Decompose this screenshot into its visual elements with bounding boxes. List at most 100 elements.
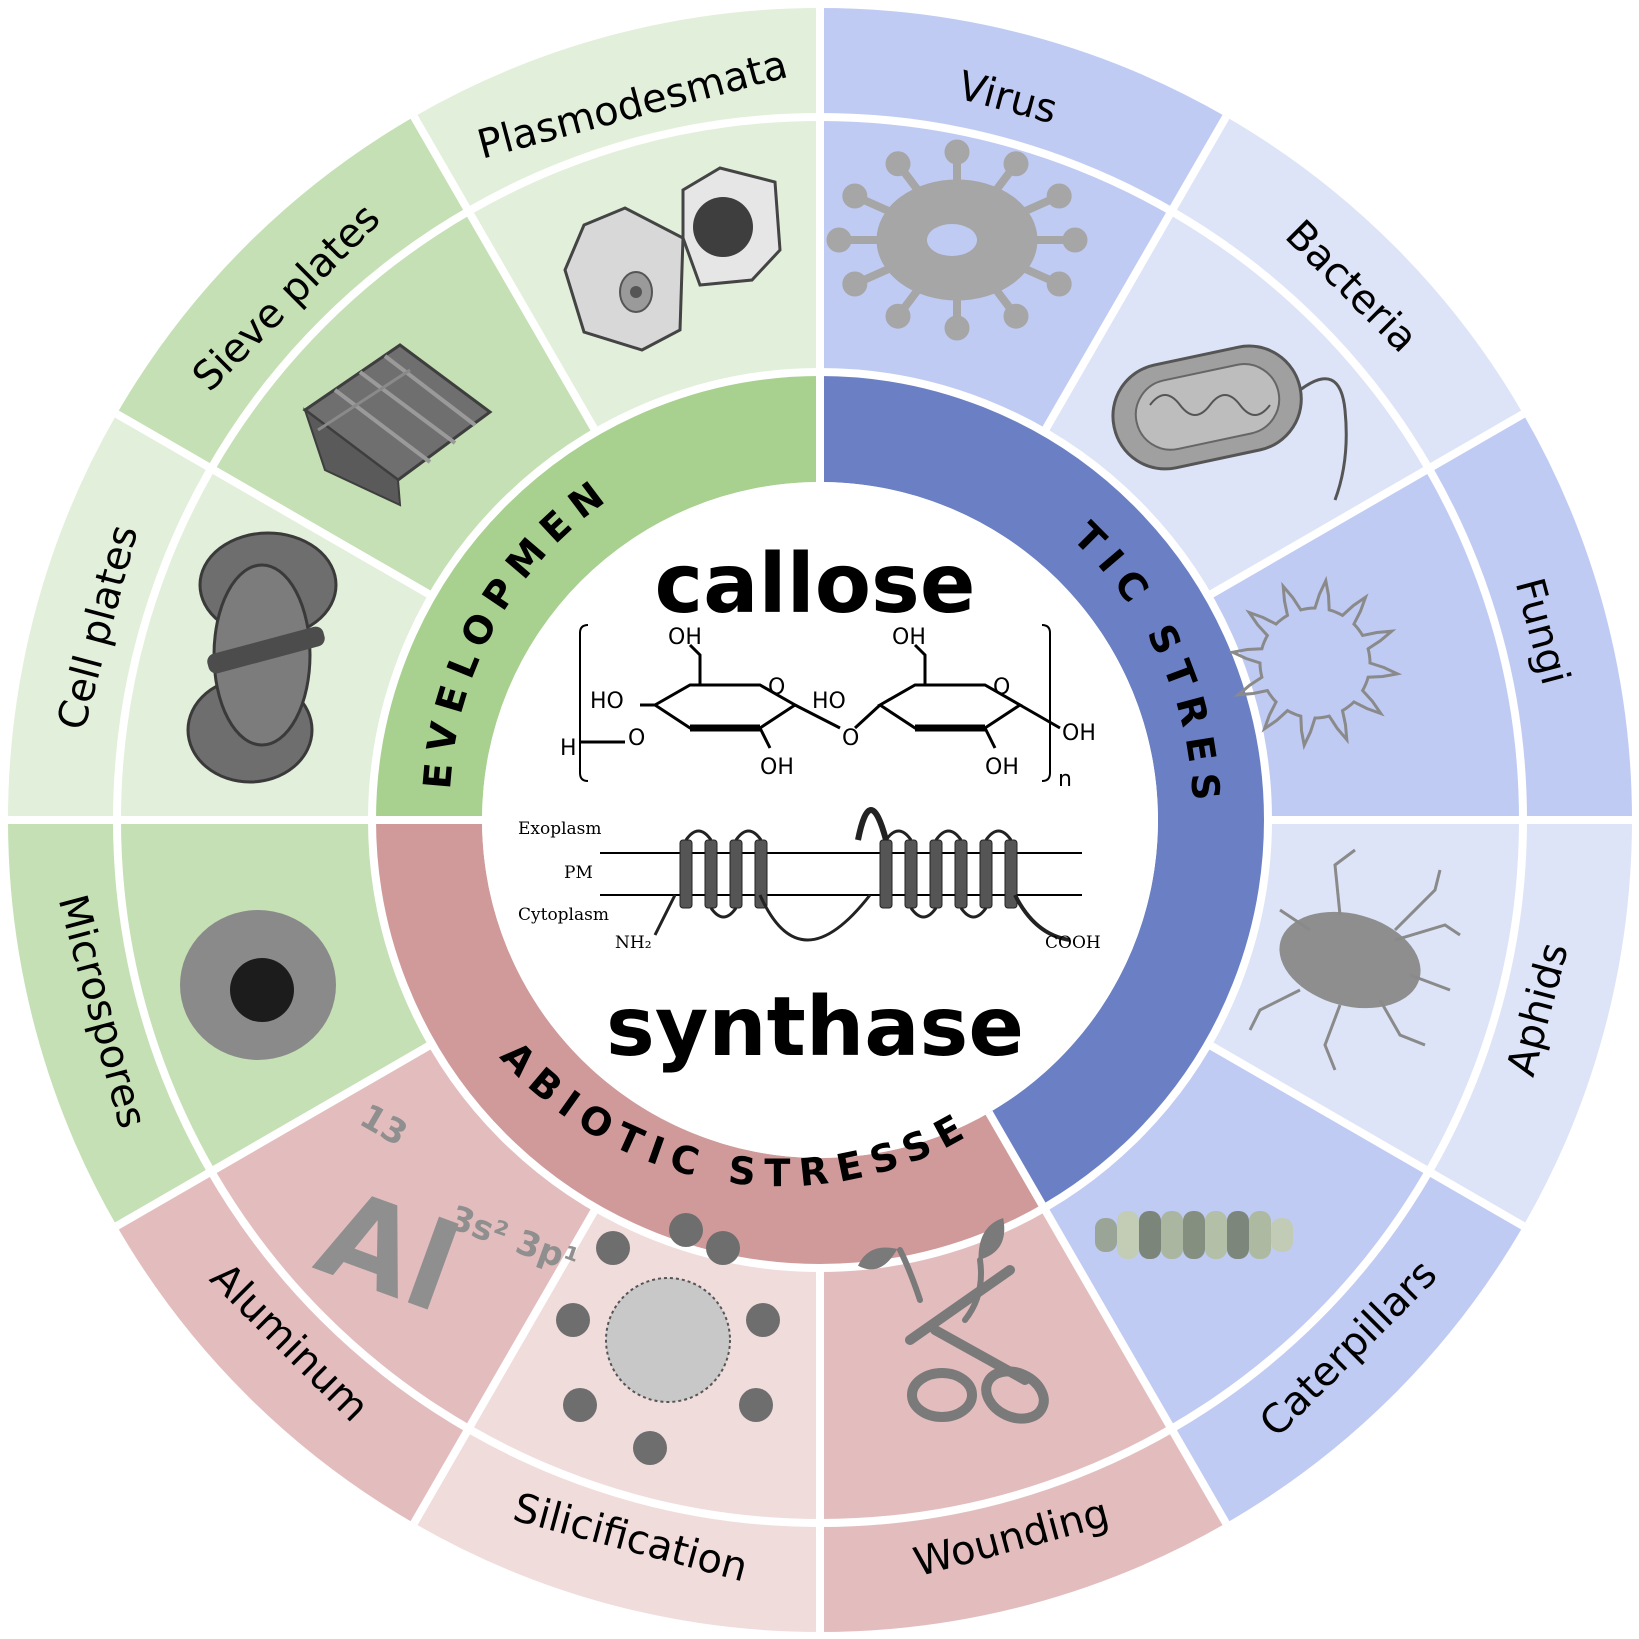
separator-line (114, 410, 435, 600)
caterpillar-segment (1205, 1211, 1227, 1259)
svg-text:OH: OH (760, 755, 794, 780)
svg-text:H: H (560, 736, 577, 761)
tm-helix (704, 839, 718, 909)
tm-helix (904, 839, 918, 909)
svg-text:O: O (768, 675, 785, 700)
caterpillar-segment (1117, 1211, 1139, 1259)
segment-separators (8, 8, 1632, 1632)
virus-spike-tip (842, 271, 868, 297)
virus-spike-tip (944, 139, 970, 165)
tm-loop (934, 829, 963, 841)
tm-loop (909, 907, 938, 919)
svg-text:OH: OH (892, 625, 926, 650)
svg-text:Cytoplasm: Cytoplasm (518, 905, 609, 925)
aphid-icon (1248, 848, 1461, 1071)
center-title-bottom: synthase (606, 980, 1024, 1075)
svg-text:Exoplasm: Exoplasm (518, 819, 602, 839)
caterpillar-segment (1249, 1211, 1271, 1259)
separator-line (410, 1205, 600, 1526)
virus-spike-tip (1062, 227, 1088, 253)
virus-core (927, 224, 977, 256)
silicification-icon (556, 1213, 780, 1465)
svg-text:HO: HO (812, 689, 846, 714)
tm-helix (979, 839, 993, 909)
center-title-top: callose (655, 537, 976, 632)
caterpillar-segment (1095, 1218, 1117, 1252)
tm-loop (984, 829, 1013, 841)
bacteria-icon (1111, 344, 1348, 501)
silica-particle (563, 1388, 597, 1422)
segment-outer-wounding (820, 1428, 1226, 1632)
virus-spike-tip (826, 227, 852, 253)
segment-outer-cell-plates (8, 414, 212, 820)
virus-icon (826, 139, 1088, 341)
segment-outer-virus (820, 8, 1226, 212)
tm-helix (679, 839, 693, 909)
category-development (372, 372, 820, 820)
svg-text:OH: OH (668, 625, 702, 650)
segment-outer-microspores (8, 820, 212, 1226)
svg-text:O: O (993, 675, 1010, 700)
tm-helix (729, 839, 743, 909)
fungi-icon (1227, 575, 1403, 751)
separator-line (1040, 114, 1230, 435)
segment-outer-fungi (1428, 414, 1632, 820)
tm-helix (879, 839, 893, 909)
caterpillar-segment (1271, 1218, 1293, 1252)
separator-line (410, 114, 600, 435)
ring-divider-inner (368, 368, 1272, 1272)
outer-ring (8, 8, 1632, 1632)
microspore-icon (180, 910, 336, 1060)
category-ring (372, 372, 1269, 1269)
virus-spike-tip (1003, 151, 1029, 177)
silica-particle (596, 1231, 630, 1265)
tm-helix (929, 839, 943, 909)
segment-outer-silicification (414, 1428, 820, 1632)
fungi-outline (1227, 575, 1403, 751)
virus-spike-tip (1003, 303, 1029, 329)
segment-outer-aphids (1428, 820, 1632, 1226)
segment-outer-aluminum (116, 1171, 469, 1524)
silica-particle (706, 1231, 740, 1265)
silica-particle (669, 1213, 703, 1247)
tm-loop (734, 829, 763, 841)
caterpillar-segment (1161, 1211, 1183, 1259)
svg-text:OH: OH (985, 755, 1019, 780)
virus-spike-tip (885, 151, 911, 177)
plasmodesmata-icon (563, 166, 782, 352)
virus-spike-tip (1046, 183, 1072, 209)
virus-spike-tip (1046, 271, 1072, 297)
ring-divider-outer (113, 113, 1527, 1527)
separator-line (1205, 410, 1526, 600)
silica-core (605, 1277, 731, 1403)
silica-particle (739, 1388, 773, 1422)
virus-spike-tip (944, 315, 970, 341)
callose-structure: OH OH HO HO O O O O H OH OH OH n (560, 624, 1096, 792)
svg-text:COOH: COOH (1045, 933, 1101, 953)
separator-line (114, 1040, 435, 1230)
center-disc (482, 482, 1158, 1158)
tm-loop (709, 907, 738, 919)
category-abiotic (372, 820, 1044, 1269)
scissors-icon (857, 1217, 1049, 1424)
svg-text:O: O (842, 726, 859, 751)
caterpillar-icon (1095, 1211, 1293, 1259)
svg-text:OH: OH (1062, 721, 1096, 746)
tm-helix (954, 839, 968, 909)
cell-plate-icon (186, 531, 338, 784)
caterpillar-segment (1227, 1211, 1249, 1259)
tm-loop (684, 829, 713, 841)
virus-spike-tip (885, 303, 911, 329)
virus-spike-tip (842, 183, 868, 209)
svg-text:O: O (628, 726, 645, 751)
silica-particle (556, 1303, 590, 1337)
silica-particle (746, 1303, 780, 1337)
caterpillar-segment (1139, 1211, 1161, 1259)
svg-text:PM: PM (564, 863, 593, 883)
svg-text:HO: HO (590, 689, 624, 714)
silica-particle (633, 1431, 667, 1465)
tm-extracellular-loop (855, 807, 889, 841)
category-biotic (820, 372, 1269, 1208)
tm-loop (959, 907, 988, 919)
